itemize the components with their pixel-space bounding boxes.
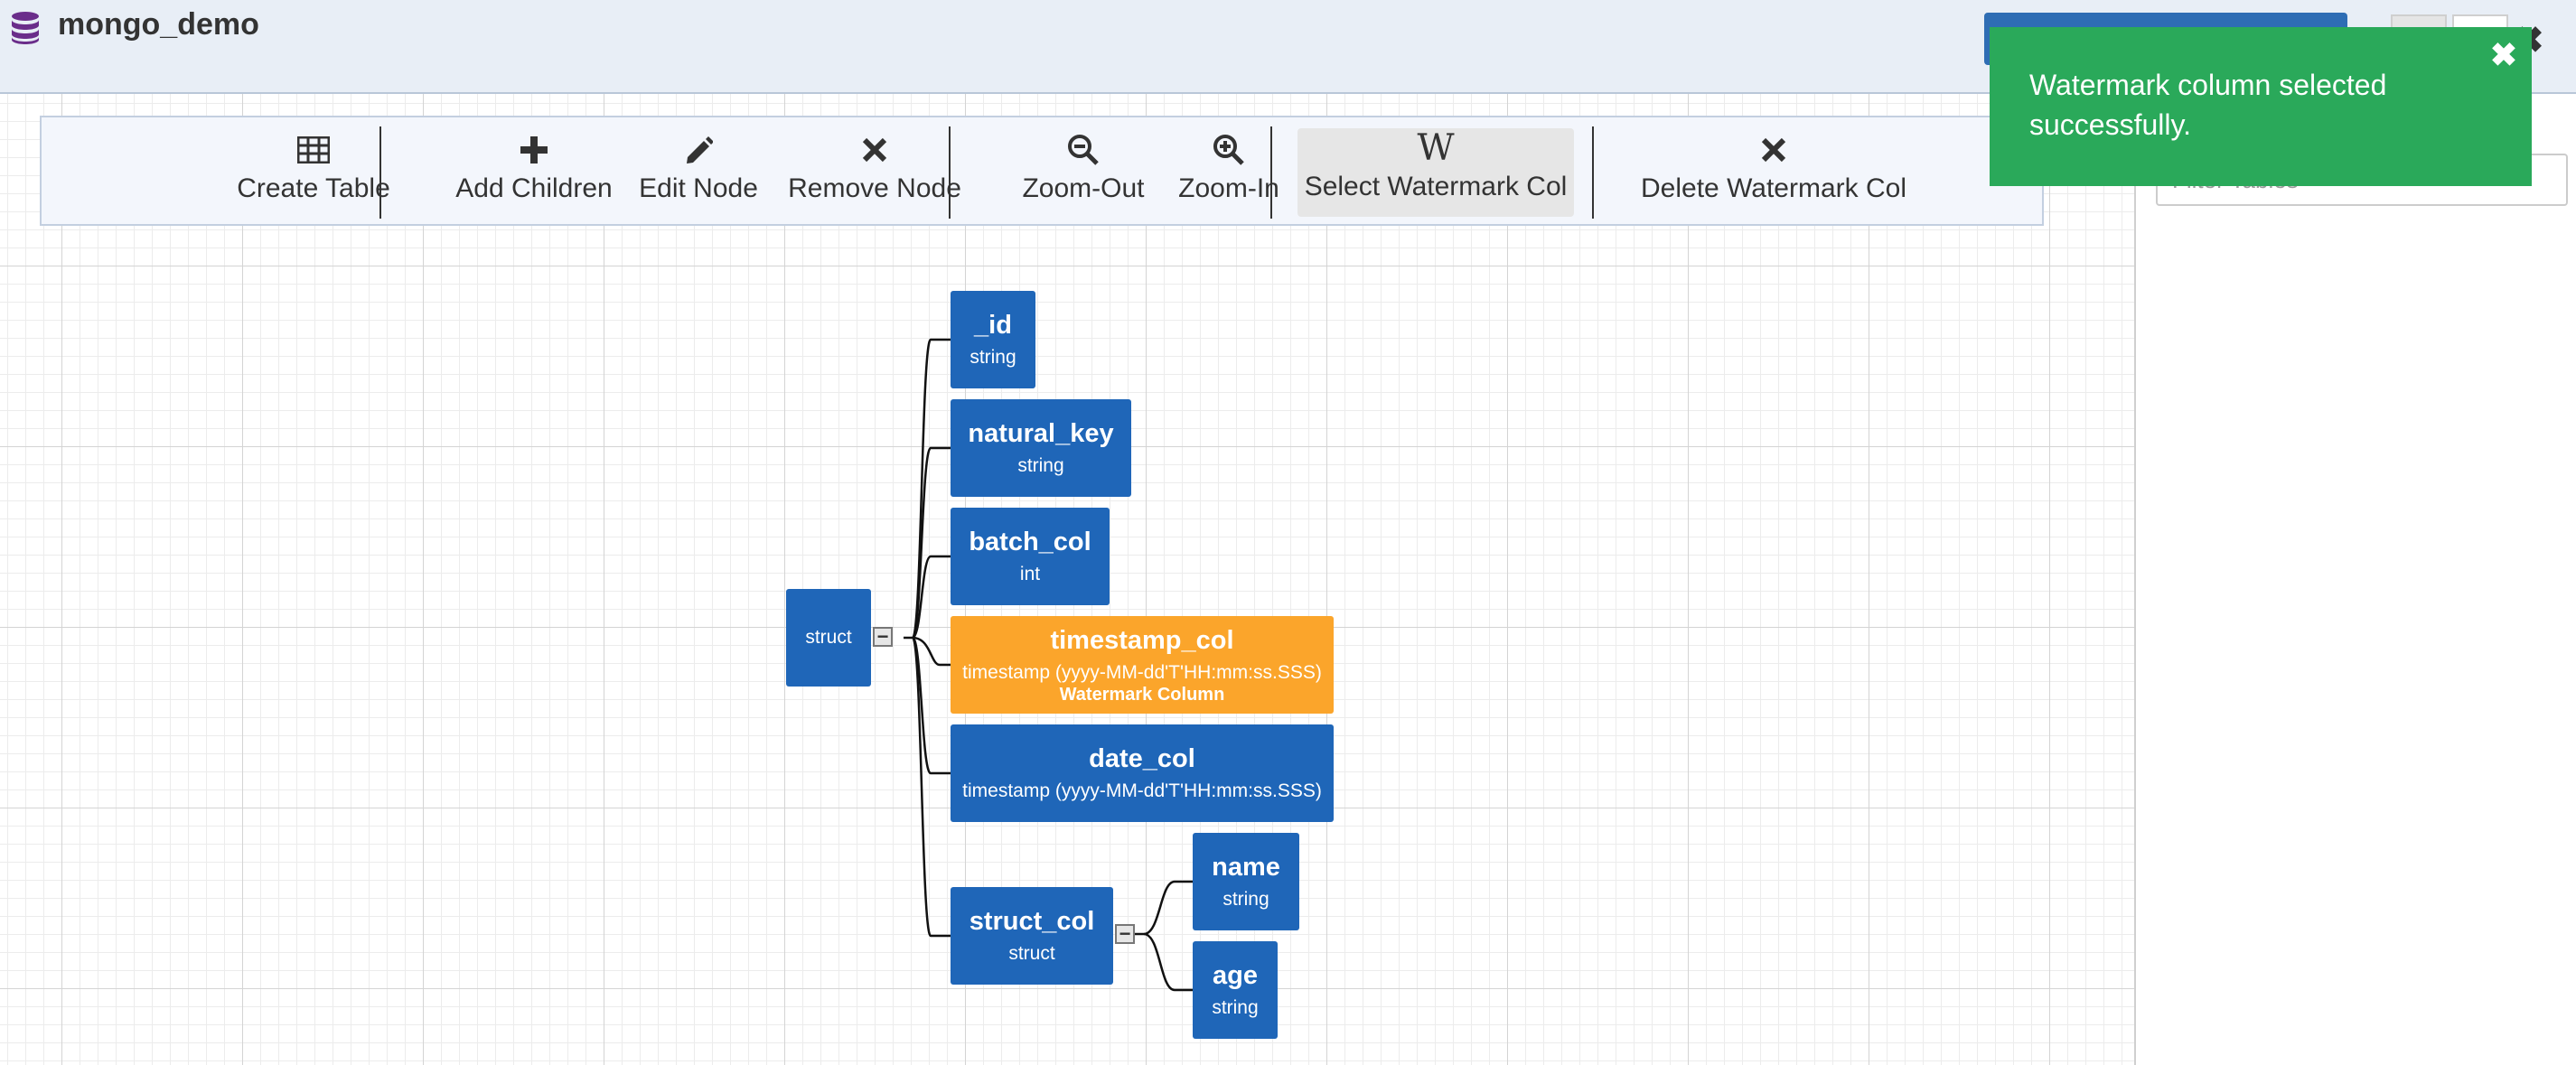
- watermark-badge: Watermark Column: [1059, 685, 1225, 705]
- close-icon: [862, 130, 887, 170]
- toolbar-divider: [1270, 126, 1272, 219]
- toast-message: Watermark column selected successfully.: [2029, 69, 2387, 141]
- node-type: timestamp (yyyy-MM-dd'T'HH:mm:ss.SSS): [962, 780, 1322, 801]
- collapse-struct-toggle[interactable]: −: [1115, 924, 1135, 944]
- database-icon: [12, 12, 39, 44]
- app-title: mongo_demo: [58, 7, 259, 42]
- node-type: string: [970, 347, 1016, 368]
- node-name: natural_key: [968, 419, 1114, 448]
- add-children-label: Add Children: [455, 173, 613, 203]
- tree-node-watermark[interactable]: timestamp_col timestamp (yyyy-MM-dd'T'HH…: [951, 616, 1334, 714]
- zoom-out-button[interactable]: Zoom-Out: [981, 130, 1185, 217]
- toolbar-divider: [1592, 126, 1594, 219]
- zoom-in-button[interactable]: Zoom-In: [1129, 130, 1328, 217]
- success-toast: Watermark column selected successfully. …: [1990, 27, 2532, 186]
- node-type: struct: [805, 627, 852, 648]
- close-icon: [1761, 130, 1786, 170]
- delete-watermark-label: Delete Watermark Col: [1641, 173, 1906, 203]
- tree-node[interactable]: struct_col struct: [951, 887, 1113, 985]
- create-table-label: Create Table: [237, 173, 390, 203]
- node-name: name: [1212, 853, 1280, 882]
- edit-node-button[interactable]: Edit Node: [598, 130, 799, 217]
- zoom-out-icon: [1067, 130, 1100, 170]
- add-children-button[interactable]: Add Children: [414, 130, 654, 217]
- tree-node[interactable]: name string: [1193, 833, 1299, 930]
- edit-node-label: Edit Node: [639, 173, 758, 203]
- node-type: string: [1212, 997, 1259, 1018]
- node-type: string: [1017, 455, 1064, 476]
- node-name: struct_col: [969, 907, 1095, 936]
- tree-node[interactable]: natural_key string: [951, 399, 1131, 497]
- node-type: timestamp (yyyy-MM-dd'T'HH:mm:ss.SSS): [962, 662, 1322, 683]
- toolbar-divider: [379, 126, 381, 219]
- tree-node[interactable]: date_col timestamp (yyyy-MM-dd'T'HH:mm:s…: [951, 724, 1334, 822]
- toolbar: Create Table Add Children Edit Node Re: [40, 116, 2044, 226]
- table-icon: [297, 130, 330, 170]
- select-watermark-button[interactable]: W Select Watermark Col: [1297, 128, 1574, 217]
- zoom-in-icon: [1213, 130, 1245, 170]
- node-name: date_col: [1089, 744, 1195, 773]
- remove-node-button[interactable]: Remove Node: [748, 130, 1001, 217]
- select-watermark-label: Select Watermark Col: [1304, 172, 1568, 201]
- node-name: age: [1213, 961, 1258, 990]
- delete-watermark-button[interactable]: Delete Watermark Col: [1625, 130, 1923, 217]
- toolbar-divider: [949, 126, 951, 219]
- tree-node-root[interactable]: struct: [786, 589, 871, 687]
- remove-node-label: Remove Node: [788, 173, 961, 203]
- create-table-button[interactable]: Create Table: [201, 130, 426, 217]
- tree-node[interactable]: _id string: [951, 291, 1035, 388]
- tree-node[interactable]: batch_col int: [951, 508, 1110, 605]
- node-name: timestamp_col: [1050, 626, 1234, 655]
- node-type: int: [1019, 564, 1041, 584]
- plus-icon: [520, 130, 548, 170]
- pencil-icon: [684, 130, 713, 170]
- tree-connectors: [904, 338, 1193, 992]
- node-type: string: [1222, 889, 1269, 910]
- tables-panel: [2136, 94, 2576, 1065]
- zoom-in-label: Zoom-In: [1178, 173, 1279, 203]
- node-name: _id: [974, 311, 1012, 340]
- node-type: struct: [1008, 943, 1055, 964]
- wikipedia-icon: W: [1417, 127, 1455, 169]
- zoom-out-label: Zoom-Out: [1022, 173, 1145, 203]
- toast-close-icon[interactable]: ✖: [2489, 36, 2517, 73]
- collapse-root-toggle[interactable]: −: [873, 627, 893, 647]
- node-name: batch_col: [969, 528, 1091, 556]
- tree-node[interactable]: age string: [1193, 941, 1278, 1039]
